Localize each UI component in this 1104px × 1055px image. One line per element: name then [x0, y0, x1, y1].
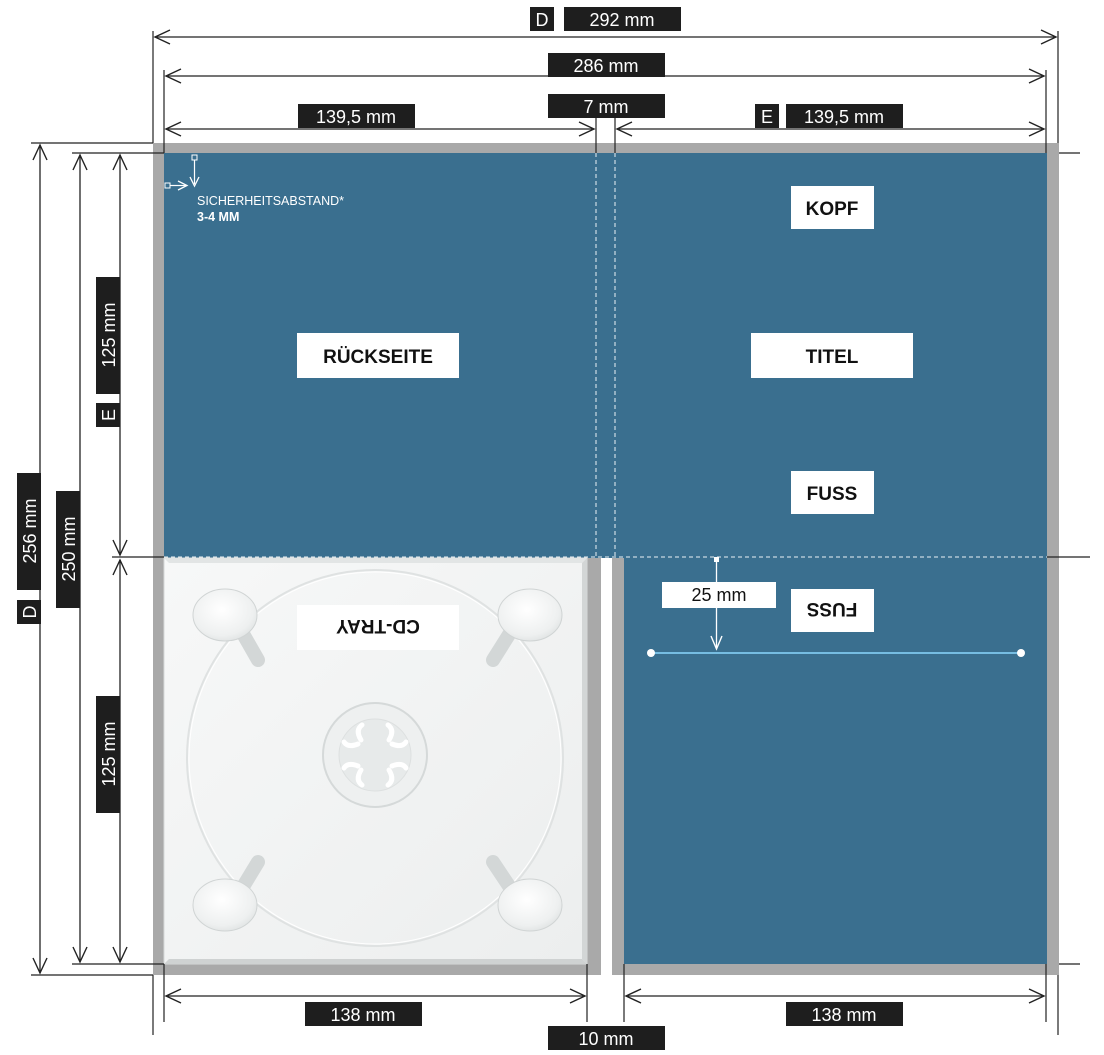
safety-value: 3-4 MM: [197, 210, 239, 224]
title-label-text: TITEL: [806, 347, 859, 368]
safety-title: SICHERHEITSABSTAND*: [197, 194, 344, 208]
dim-inner-height-label: 250 mm: [59, 516, 79, 581]
bottom-extension-lines: [152, 964, 1059, 1035]
dim-left-panel-label: 139,5 mm: [316, 107, 396, 127]
tray-label-text: CD-TRAY: [336, 615, 420, 636]
dim-total-width-label: 292 mm: [589, 10, 654, 30]
dim-lower-height-label: 125 mm: [99, 721, 119, 786]
dim-right-panel-label: 139,5 mm: [804, 107, 884, 127]
dim-inner-height: 250 mm: [56, 153, 88, 964]
dim-inner-width: 286 mm: [164, 53, 1046, 84]
foot-offset-guide: 25 mm: [647, 557, 1025, 657]
dim-total-height: D 256 mm: [17, 143, 48, 975]
dim-total-width: D 292 mm: [153, 7, 1058, 45]
dim-right-panel-width: E 139,5 mm: [615, 104, 1046, 137]
tray-corner-knob: [192, 588, 265, 667]
dim-spine-width: 7 mm: [548, 94, 665, 118]
dim-bottom-right-width: 138 mm: [624, 988, 1046, 1026]
dim-upper-height-marker: E: [99, 409, 119, 421]
left-extension-lines: [31, 142, 164, 976]
head-label-text: KOPF: [806, 199, 859, 220]
cd-tray: [163, 557, 588, 965]
spine: [596, 153, 615, 558]
right-extension-lines: [1047, 152, 1090, 965]
foot-flipped-text: FUSS: [807, 598, 858, 619]
tray-corner-knob: [192, 855, 265, 932]
fold-lines: [164, 153, 1047, 558]
back-label: RÜCKSEITE: [297, 333, 459, 378]
foot-label: FUSS: [791, 471, 874, 514]
foot-offset-label: 25 mm: [691, 585, 746, 605]
dim-spine-label: 7 mm: [584, 97, 629, 117]
inner-gap: [601, 558, 612, 975]
dim-bottom-left-width: 138 mm: [164, 988, 587, 1026]
dim-left-panel-width: 139,5 mm: [164, 104, 596, 137]
dim-bottom-right-label: 138 mm: [811, 1005, 876, 1025]
tray-hub: [322, 702, 428, 808]
dim-upper-height: 125 mm E: [96, 153, 128, 557]
safety-margin-indicator: SICHERHEITSABSTAND* 3-4 MM: [164, 154, 344, 224]
dim-right-panel-marker: E: [761, 107, 773, 127]
foot-label-text: FUSS: [807, 484, 858, 505]
dim-inner-width-label: 286 mm: [573, 56, 638, 76]
foot-label-flipped: FUSS: [791, 589, 874, 632]
dim-bottom-left-label: 138 mm: [330, 1005, 395, 1025]
tray-corner-knob: [486, 855, 563, 932]
dim-total-width-marker: D: [536, 10, 549, 30]
tray-label: CD-TRAY: [297, 605, 459, 650]
head-label: KOPF: [791, 186, 874, 229]
dim-upper-height-label: 125 mm: [99, 302, 119, 367]
top-extension-lines: [152, 31, 1059, 153]
dim-bottom-gap-label: 10 mm: [578, 1029, 633, 1049]
dim-bottom-gap: 10 mm: [548, 1026, 665, 1050]
back-label-text: RÜCKSEITE: [323, 347, 433, 368]
dim-total-height-marker: D: [20, 606, 40, 619]
dim-total-height-label: 256 mm: [20, 498, 40, 563]
title-label: TITEL: [751, 333, 913, 378]
tray-corner-knob: [486, 588, 563, 667]
dim-lower-height: 125 mm: [96, 558, 128, 964]
